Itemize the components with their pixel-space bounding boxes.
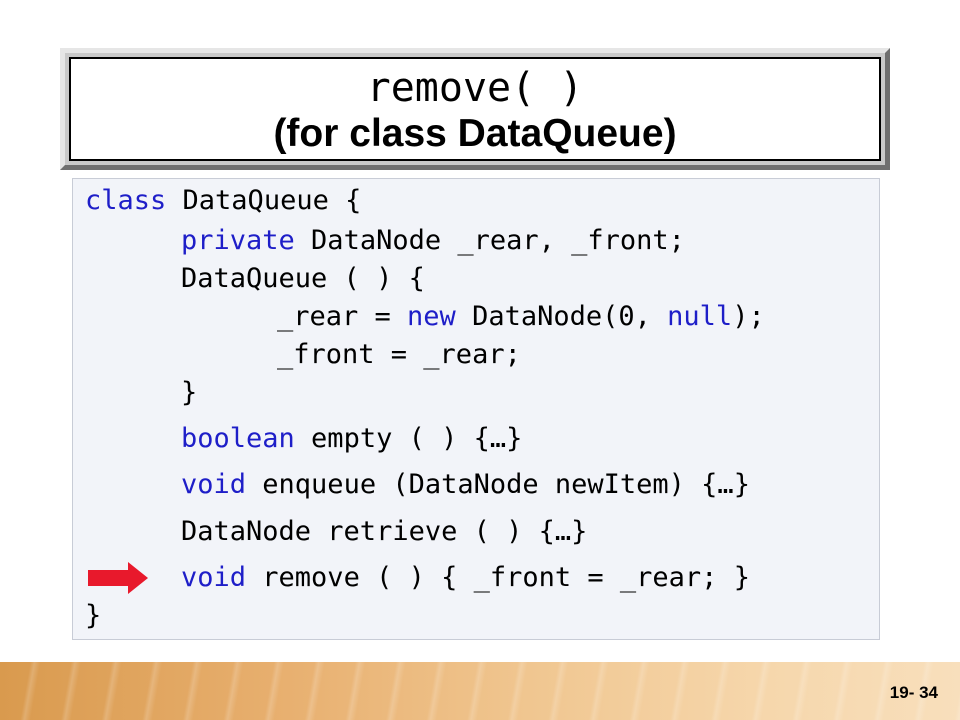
title-subtitle: (for class DataQueue) <box>273 112 677 155</box>
code-line-enqueue: void enqueue (DataNode newItem) {…} <box>85 469 750 501</box>
code-text: enqueue (DataNode newItem) {…} <box>246 469 750 500</box>
title-method: remove( ) <box>366 65 584 111</box>
code-line-front-init: _front = _rear; <box>85 339 521 371</box>
code-keyword: null <box>667 301 733 332</box>
code-text: remove ( ) { _front = _rear; } <box>246 562 750 593</box>
code-line-remove: void remove ( ) { _front = _rear; } <box>85 562 750 594</box>
code-keyword: private <box>181 225 295 256</box>
code-keyword: boolean <box>181 423 295 454</box>
code-line-constructor-close: } <box>85 377 197 409</box>
code-keyword: void <box>181 562 247 593</box>
code-text: DataNode _rear, _front; <box>294 225 685 256</box>
code-panel: class DataQueue { private DataNode _rear… <box>72 178 880 640</box>
code-text: ); <box>732 301 765 332</box>
code-line-class-close: } <box>85 600 101 632</box>
code-text: _front = _rear; <box>277 339 521 370</box>
code-keyword: class <box>85 185 167 216</box>
page-number: 19- 34 <box>889 683 938 702</box>
code-text: DataNode(0, <box>455 301 668 332</box>
code-line-class-decl: class DataQueue { <box>85 185 361 217</box>
title-box: remove( ) (for class DataQueue) <box>60 48 890 170</box>
code-text: _rear = <box>277 301 408 332</box>
code-line-constructor: DataQueue ( ) { <box>85 263 425 295</box>
code-text: empty ( ) {…} <box>294 423 523 454</box>
code-keyword: new <box>407 301 456 332</box>
title-inner: remove( ) (for class DataQueue) <box>69 57 881 161</box>
code-line-rear-init: _rear = new DataNode(0, null); <box>85 301 765 333</box>
code-line-fields: private DataNode _rear, _front; <box>85 225 685 257</box>
code-line-empty: boolean empty ( ) {…} <box>85 423 522 455</box>
code-text: DataQueue { <box>166 185 362 216</box>
code-keyword: void <box>181 469 247 500</box>
right-arrow-icon <box>88 562 148 594</box>
footer-banner <box>0 662 960 720</box>
code-text: } <box>85 600 102 631</box>
code-text: DataQueue ( ) { <box>181 263 425 294</box>
code-text: } <box>181 377 198 408</box>
code-text: DataNode retrieve ( ) {…} <box>181 516 588 547</box>
footer-banner-texture <box>0 662 960 720</box>
code-line-retrieve: DataNode retrieve ( ) {…} <box>85 516 587 548</box>
